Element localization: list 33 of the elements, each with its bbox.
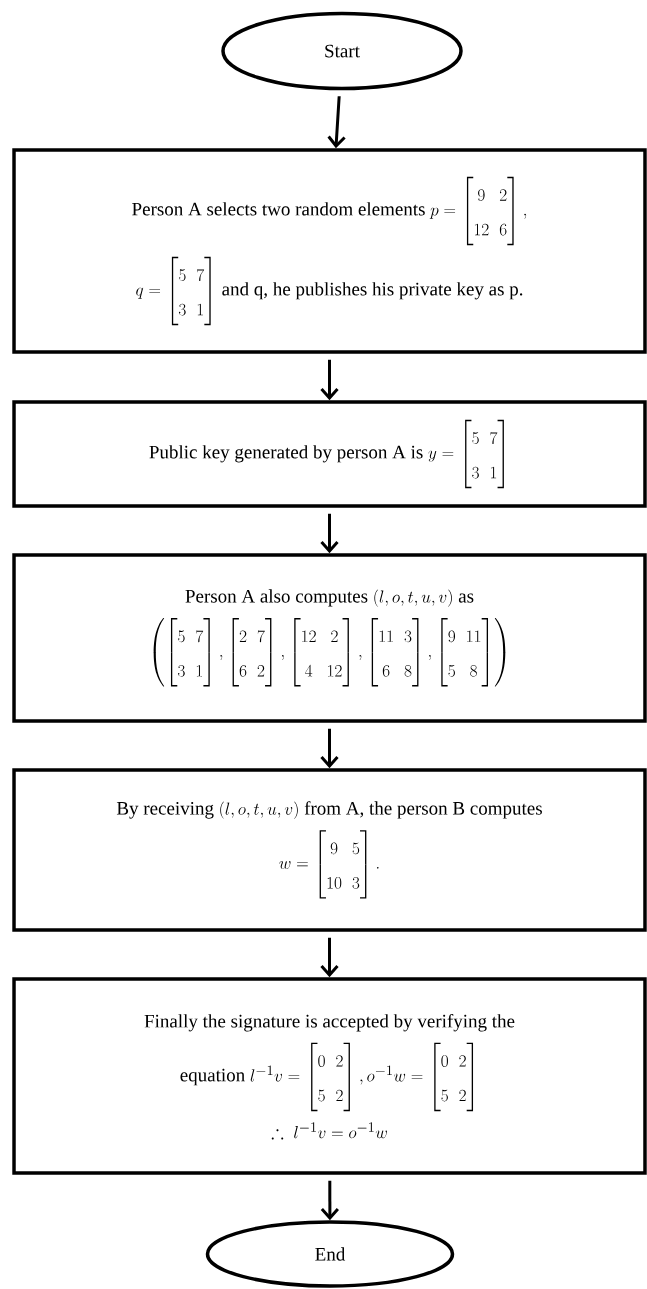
formula: $q=\begin{bmatrix}5&7\\3&1\end{bmatrix}$	[136, 256, 211, 326]
formula: $\left(l,o,t,u,v\right)$	[374, 589, 452, 607]
node-text: End	[315, 1247, 346, 1261]
terminal-ellipse	[221, 11, 463, 91]
formula: $y=\begin{bmatrix}5&7\\3&1\end{bmatrix}$	[428, 419, 504, 489]
process-box	[12, 148, 647, 354]
formula: $l^{-1}v=\begin{bmatrix}0&2\\5&2\end{bmatrix},o^{-1}w=\begin{bmatrix}0&2\\5&2\end{bmatrix}$	[250, 1042, 474, 1112]
formula: $\left(\begin{bmatrix}5&7\\3&1\end{bmatrix},\begin{bmatrix}2&7\\6&2\end{bmatrix},\begin{bmatrix}12&2\\4&12\end{bmatrix},\begin{bmatrix}11&3\\6&8\end{bmatrix},\begin{bmatrix}9&11\\5&8\end{bmatrix}\right)$	[153, 618, 506, 687]
process-box	[12, 400, 647, 508]
formula: $w=\begin{bmatrix}9&5\\10&3\end{bmatrix}.$	[279, 830, 379, 899]
node-text: Finally the signature is accepted by verifying the	[144, 1014, 515, 1032]
formula: $\left(l,o,t,u,v\right)$	[220, 801, 298, 819]
node-text: Person A selects two random elements	[132, 202, 425, 216]
terminal-ellipse	[205, 1220, 455, 1288]
arrow	[320, 359, 339, 401]
arrow	[320, 728, 339, 769]
node-text: Person A also computes	[185, 589, 368, 607]
arrow	[327, 96, 346, 149]
arrow	[320, 937, 339, 978]
node-text: Public key generated by person A is	[149, 445, 423, 463]
formula: $p=\begin{bmatrix}9&2\\12&6\end{bmatrix},$	[429, 176, 527, 246]
node-text: Start	[325, 44, 360, 58]
process-box	[12, 768, 647, 932]
arrow	[320, 513, 339, 554]
node-text: and q, he publishes his private key as p.	[222, 282, 523, 300]
process-box	[12, 553, 647, 723]
node-text: as	[458, 593, 474, 603]
node-text: from A, the person B computes	[304, 801, 542, 819]
formula: $\therefore\ l^{-1}v=o^{-1}w$	[271, 1122, 387, 1140]
arrow	[320, 1180, 339, 1221]
node-text: By receiving	[116, 801, 214, 819]
process-box	[12, 977, 647, 1175]
node-text: equation	[180, 1068, 245, 1086]
